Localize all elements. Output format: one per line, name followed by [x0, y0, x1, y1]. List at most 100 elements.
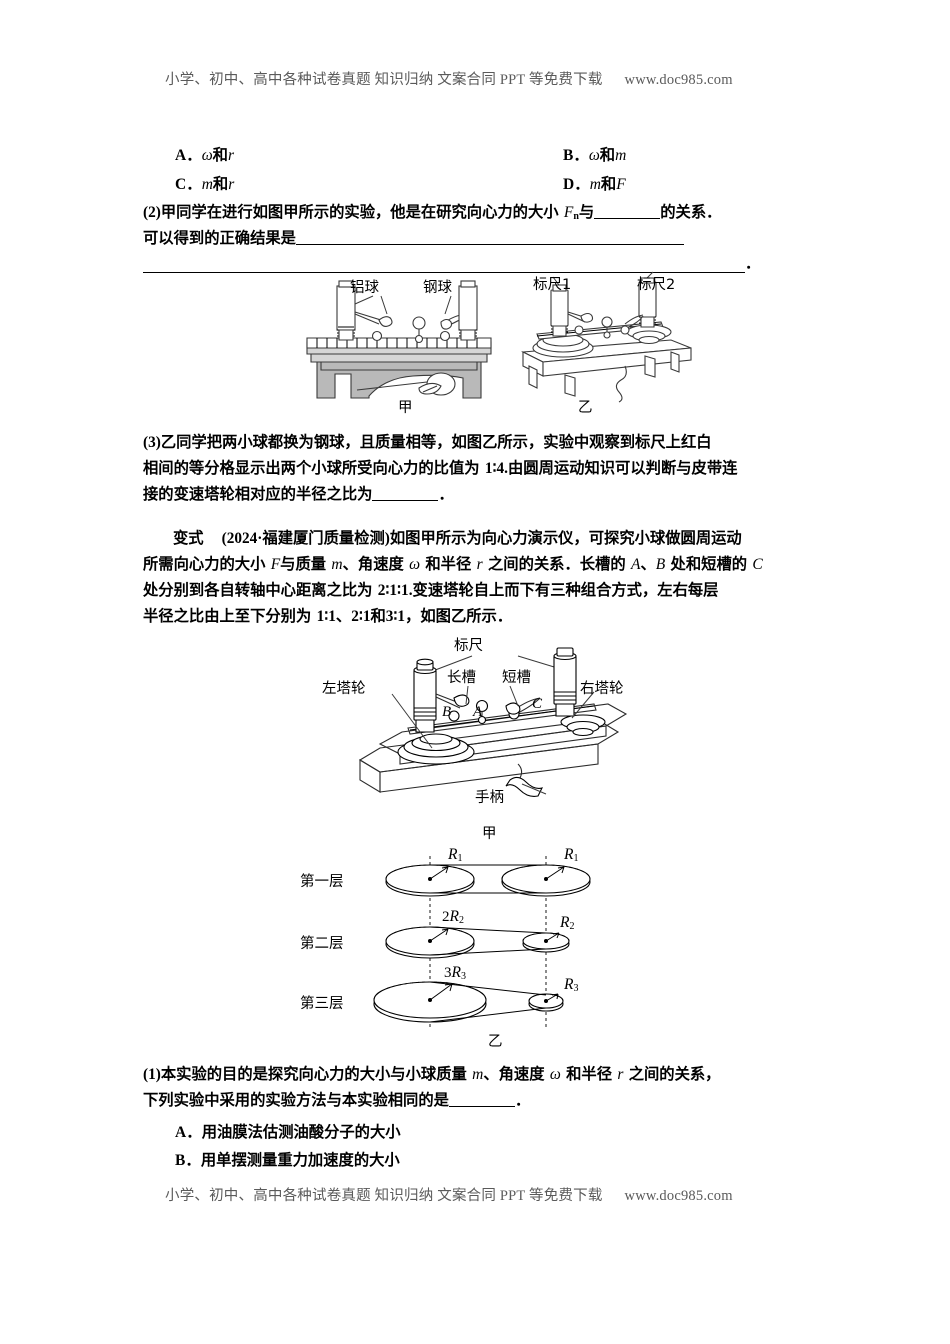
variant-source: (2024·福建厦门质量检测) — [221, 530, 390, 547]
option-a-joiner: 和 — [212, 146, 228, 164]
label-short-slot: 短槽 — [502, 670, 531, 686]
question-2-line2: 可以得到的正确结果是 — [143, 226, 805, 252]
figure-1-caption-right: 乙 — [578, 400, 593, 416]
label-left-pulley: 左塔轮 — [322, 681, 366, 697]
variant-l2e: 之间的关系．长槽的 — [482, 555, 631, 573]
figure-2-caption: 甲 — [482, 826, 497, 842]
question-3-number: (3) — [143, 434, 161, 451]
option-b-symbol-1: ω — [588, 147, 600, 164]
variant-ratio-1: 1∶1 — [316, 608, 336, 625]
variant-l3b: 变速塔轮自上而下有三种组合方式，左右每层 — [412, 581, 719, 599]
question-2-blank-2[interactable] — [295, 244, 684, 245]
question-3-ratio: 1∶4. — [484, 460, 508, 477]
variant-symbol-m: m — [331, 556, 343, 573]
radius-symbol-l1: R — [448, 846, 458, 863]
variant-q1-l1c: 和半径 — [560, 1065, 618, 1083]
option-c[interactable]: C．m和r — [175, 170, 234, 199]
figure-3-caption: 乙 — [488, 1034, 503, 1050]
variant-line2: 所需向心力的大小 F与质量 m、角速度 ω 和半径 r 之间的关系．长槽的 A、… — [143, 552, 805, 578]
label-long-slot: 长槽 — [447, 670, 476, 686]
variant-ratio-2: 2∶1 — [351, 608, 371, 625]
radius-sub-r1: 1 — [573, 853, 579, 864]
variant-l4a: 半径之比由上至下分别为 — [143, 607, 317, 625]
label-point-b: B — [442, 704, 452, 720]
question-2-number: (2) — [143, 204, 161, 221]
variant-option-a[interactable]: A．用油膜法估测油酸分子的大小 — [175, 1120, 805, 1146]
variant-l2d: 和半径 — [420, 555, 477, 573]
variant-question-1-line1: (1)本实验的目的是探究向心力的大小与小球质量 m、角速度 ω 和半径 r 之间… — [143, 1062, 805, 1088]
variant-option-b[interactable]: B．用单摆测量重力加速度的大小 — [175, 1148, 805, 1174]
option-a-symbol-2: r — [227, 147, 235, 164]
option-b-symbol-2: m — [615, 147, 627, 164]
variant-option-b-text: 用单摆测量重力加速度的大小 — [200, 1151, 400, 1169]
figure-2-demonstrator: 标尺 左塔轮 长槽 短槽 右塔轮 B A C 手柄 — [322, 638, 650, 808]
variant-l4c: 和 — [370, 607, 386, 625]
question-3-period: ． — [438, 485, 454, 503]
question-2-blank-1[interactable] — [594, 218, 661, 219]
label-right-pulley: 右塔轮 — [580, 681, 624, 697]
question-3-line3: 接的变速塔轮相对应的半径之比为． — [143, 482, 805, 508]
option-b[interactable]: B．ω和m — [563, 141, 626, 170]
variant-question-1-line2: 下列实验中采用的实验方法与本实验相同的是． — [143, 1088, 805, 1114]
option-d-joiner: 和 — [600, 175, 617, 193]
variant-q1-symbol-m: m — [472, 1066, 484, 1083]
figure-3-pulley-layers: 第一层 第二层 第三层 R1 R1 2R2 R2 3R3 R3 — [300, 846, 640, 1032]
radius-symbol-l2: R — [449, 908, 459, 925]
radius-label-layer2-right: R2 — [560, 914, 574, 932]
option-a[interactable]: A．ω和r — [175, 141, 234, 170]
variant-line1: 变式(2024·福建厦门质量检测)如图甲所示为向心力演示仪，可探究小球做圆周运动 — [143, 526, 805, 552]
radius-label-layer3-right: R3 — [564, 976, 578, 994]
variant-symbol-A: A — [630, 556, 641, 573]
radius-symbol-l3: R — [451, 964, 461, 981]
header-url: www.doc985.com — [624, 72, 733, 88]
layer-name-3: 第三层 — [300, 996, 344, 1012]
option-d[interactable]: D．m和F — [563, 170, 626, 199]
radius-label-layer2-left: 2R2 — [442, 908, 464, 926]
radius-sub-l2: 2 — [458, 915, 464, 926]
label-scale: 标尺 — [454, 638, 483, 654]
question-3-line2b: 由圆周运动知识可以判断与皮带连 — [507, 459, 738, 477]
option-a-letter: A． — [175, 147, 202, 164]
label-point-c: C — [532, 696, 543, 712]
question-2-body: (2)甲同学在进行如图甲所示的实验，他是在研究向心力的大小 Fn与的关系． — [143, 200, 805, 230]
radius-symbol-r2: R — [560, 914, 570, 931]
figure-3-svg — [373, 856, 591, 1028]
question-2-line1a: 甲同学在进行如图甲所示的实验，他是在研究向心力的大小 — [160, 203, 564, 221]
radius-sub-l1: 1 — [457, 853, 463, 864]
label-aluminum-ball: 铝球 — [350, 280, 379, 296]
figure-1-centripetal-apparatus: 铝球 钢球 标尺1 标尺2 — [295, 271, 695, 406]
question-2-period: ． — [745, 254, 761, 272]
footer-text: 小学、初中、高中各种试卷真题 知识归纳 文案合同 PPT 等免费下载 — [165, 1188, 603, 1204]
option-b-joiner: 和 — [599, 146, 616, 164]
variant-q1-number: (1) — [143, 1066, 161, 1083]
radius-sub-r3: 3 — [573, 983, 579, 994]
option-d-symbol-2: F — [616, 176, 626, 193]
variant-tag: 变式 — [173, 529, 204, 547]
option-d-letter: D． — [563, 176, 590, 193]
radius-coeff-l2: 2 — [442, 909, 450, 925]
question-2-symbol-F: F — [563, 204, 574, 221]
question-2-blank-3[interactable] — [143, 272, 745, 273]
variant-q1-blank[interactable] — [448, 1106, 515, 1107]
layer-name-1: 第一层 — [300, 874, 344, 890]
variant-symbol-F: F — [270, 556, 281, 573]
label-handle: 手柄 — [475, 790, 504, 806]
radius-symbol-r1: R — [564, 846, 574, 863]
option-a-symbol-1: ω — [201, 147, 213, 164]
variant-l4d: ，如图乙所示． — [405, 607, 513, 625]
variant-q1-symbol-r: r — [617, 1066, 624, 1083]
variant-q1-l1a: 本实验的目的是探究向心力的大小与小球质量 — [160, 1065, 473, 1083]
question-2-symbol-sub: n — [573, 211, 579, 222]
variant-l3a: 处分别到各自转轴中心距离之比为 — [143, 581, 378, 599]
radius-coeff-l3: 3 — [444, 965, 452, 981]
question-2-line1b: 与 — [578, 203, 595, 221]
option-c-symbol-1: m — [201, 176, 213, 193]
figure-1-caption-left: 甲 — [398, 400, 413, 416]
radius-label-layer1-left: R1 — [448, 846, 462, 864]
variant-option-a-letter: A． — [175, 1124, 202, 1141]
radius-sub-l3: 3 — [460, 971, 466, 982]
question-3-blank[interactable] — [372, 500, 439, 501]
variant-q1-l1b: 、角速度 — [483, 1065, 550, 1083]
